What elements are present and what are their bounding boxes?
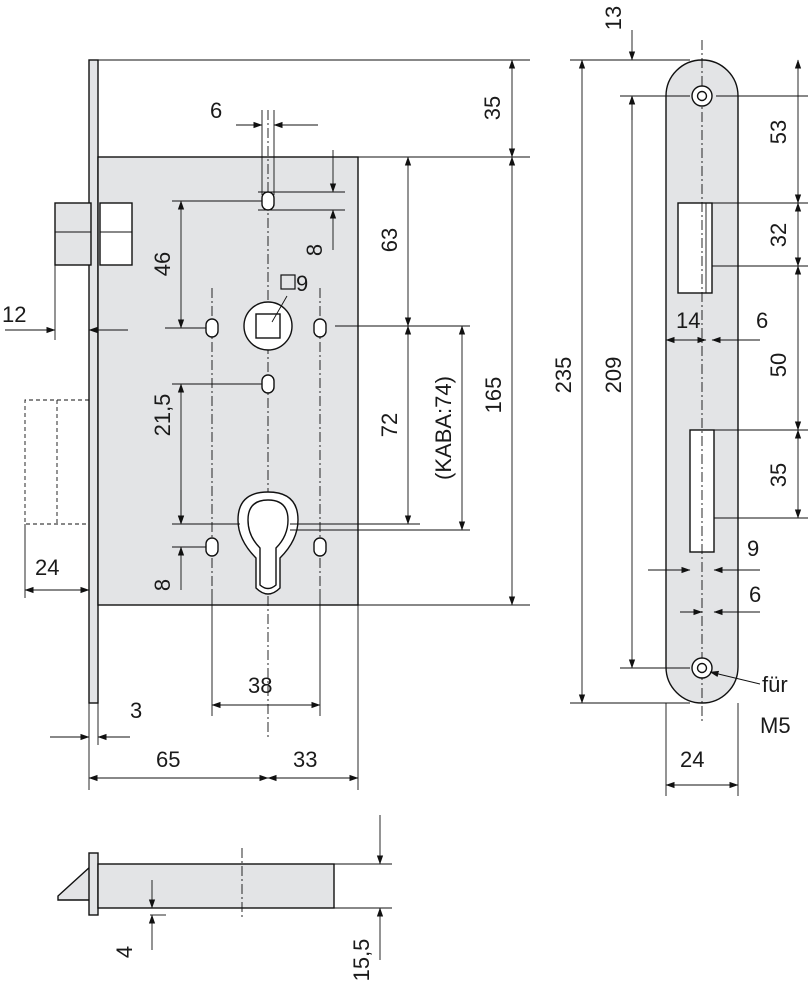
faceplate: [88, 59, 99, 704]
label-15-5: 15,5: [349, 939, 374, 982]
label-12: 12: [2, 302, 26, 327]
lock-front-view: [24, 59, 359, 740]
label-50: 50: [766, 353, 791, 377]
label-65: 65: [156, 747, 180, 772]
label-235: 235: [551, 357, 576, 394]
label-35: 35: [480, 96, 505, 120]
latch-tongue-profile: [57, 864, 92, 901]
cylinder-cutout-inner: [247, 499, 289, 590]
lock-case-top: [97, 863, 335, 909]
screw-hole-mid-right: [313, 318, 327, 338]
label-35-strike: 35: [766, 463, 791, 487]
screw-hole-top: [261, 191, 275, 211]
label-53: 53: [766, 120, 791, 144]
label-33: 33: [293, 747, 317, 772]
label-24-strike: 24: [680, 747, 704, 772]
label-fuer: für: [762, 672, 788, 697]
label-m5: M5: [760, 713, 791, 738]
latch-bolt: [54, 202, 92, 266]
faceplate-edge: [88, 852, 99, 916]
screw-hole-center: [261, 374, 275, 394]
label-72: 72: [377, 413, 402, 437]
faceplate-side-view: [665, 40, 739, 722]
dimension-labels: 6 35 13 46 8 63 53 12 9 32 14 6 235 209 …: [2, 6, 791, 982]
label-209: 209: [601, 357, 626, 394]
label-9-square: 9: [296, 271, 308, 296]
screw-hole-low-right: [313, 537, 327, 557]
label-kaba: (KABA:74): [431, 376, 456, 480]
label-46: 46: [150, 252, 175, 276]
side-view-dimensions: [570, 30, 808, 796]
label-6-strike-low: 6: [749, 582, 761, 607]
label-63: 63: [377, 228, 402, 252]
latch-opening: [677, 202, 713, 294]
label-9-strike: 9: [747, 536, 759, 561]
label-32: 32: [766, 223, 791, 247]
spindle-square: [255, 313, 281, 339]
square-icon: [280, 274, 296, 290]
label-4: 4: [112, 946, 137, 958]
screw-hole-mid-left: [205, 318, 219, 338]
label-8-bottom: 8: [150, 579, 175, 591]
label-24-left: 24: [35, 555, 59, 580]
label-3: 3: [130, 698, 142, 723]
latch-inner: [99, 202, 133, 266]
label-14: 14: [676, 308, 700, 333]
label-21-5: 21,5: [150, 394, 175, 437]
lock-top-view: [57, 815, 392, 960]
label-8-top: 8: [302, 244, 327, 256]
label-165: 165: [481, 377, 506, 414]
label-13: 13: [601, 6, 626, 30]
label-6-top: 6: [210, 98, 222, 123]
screw-hole-low-left: [205, 537, 219, 557]
label-38: 38: [248, 673, 272, 698]
label-6-strike-mid: 6: [756, 308, 768, 333]
front-view-dimensions: [5, 59, 530, 790]
